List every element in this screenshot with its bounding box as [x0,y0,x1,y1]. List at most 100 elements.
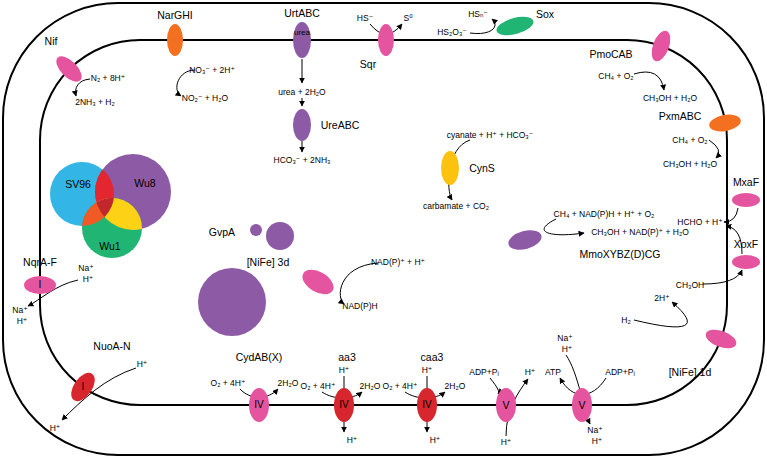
reaction-label: O₂ + 4H⁺ [211,379,246,388]
protein-complex: Sqr [378,24,394,56]
reaction-label: H⁺ [562,345,573,354]
protein-complex: V [496,388,516,422]
reaction-arrow [709,140,719,158]
complex-name: PxmABC [659,111,702,122]
gas-vesicle [250,224,262,236]
complex-name: PmoCAB [589,49,632,60]
complex-name: Wu1 [99,241,120,252]
reaction-label: CH₄ + NAD(P)H + H⁺ + O₂ [554,210,655,219]
protein-complex: NuoA-NI [74,371,92,403]
node-shape [508,231,542,249]
reaction-arrow [302,98,303,106]
reaction-label: H⁺ [501,438,512,447]
reaction-label: H⁺ [525,368,536,377]
reaction-label: NAD(P)⁺ + H⁺ [371,258,425,267]
ion-arrow [62,368,136,420]
complex-number: IV [339,400,348,410]
reaction-arrow [634,302,687,327]
complex-name: caa3 [421,352,444,363]
reaction-label: HCHO + H⁺ [677,218,722,227]
complex-name: [NiFe] 3d [247,257,290,268]
reaction-arrow [340,263,378,304]
complex-name: UrtABC [284,8,320,19]
node-shape [713,323,729,355]
complex-number: IV [254,400,263,410]
reaction-label: H⁺ [137,360,148,369]
node-shape [61,53,77,85]
inner-membrane [40,40,727,405]
reaction-label: 2H₂O [360,382,381,391]
reaction-label: NO₂⁻ + H₂O [182,94,228,103]
protein-complex: caa3IV [417,388,437,422]
reaction-label: CH₃OH + H₂O [643,94,697,103]
reaction-arrow [544,219,584,235]
complex-name: V [502,400,509,411]
complex-name: CydAB(X) [236,352,283,363]
node-shape [653,30,669,62]
reaction-arrows [28,19,742,436]
protein-complex: NarGHI [167,24,183,56]
reaction-label: O₂ + 4H⁺ [383,382,418,391]
complex-name: XoxF [734,239,759,250]
node-shape [378,24,394,56]
node-shape [301,272,335,292]
complex-name: UreABC [321,120,360,131]
reaction-arrow [724,208,738,222]
reaction-label: Na⁺ [78,264,93,273]
complex-name: Nif [45,36,58,47]
reaction-label: CH₄ + O₂ [598,72,633,81]
reaction-label: H⁺ [83,275,94,284]
protein-complex: Sox [496,18,534,34]
node-shape [739,248,753,276]
reaction-label: CH₃OH + H₂O [663,160,717,169]
reaction-label: H⁺ [430,436,441,445]
reaction-label: ATP [545,368,561,377]
reaction-label: NO₃⁻ + 2H⁺ [189,66,235,75]
node-shape [717,107,733,139]
complex-number: IV [422,400,431,410]
protein-complex: MxaF [739,186,753,214]
reaction-label: HSₙ⁻ [468,10,488,19]
node-shape [293,109,311,141]
reaction-arrow [490,378,499,394]
reaction-label: CH₃OH + NAD(P)⁺ + H₂O [591,228,689,237]
reaction-label: N₂ + 8H⁺ [91,74,125,83]
protein-complex: V [572,388,592,422]
reaction-label: H⁺ [422,366,433,375]
protein-complex: XoxF [739,248,753,276]
protein-complex: PxmABC [717,107,733,139]
reaction-arrow [470,19,495,34]
gas-vesicle: GvpA [198,268,266,336]
complex-name: MmoXYBZ(D)CG [579,249,660,260]
protein-complex: UrtABCurea [293,22,311,58]
protein-complex: [NiFe] 1d [713,323,729,355]
outer-membrane [3,3,764,455]
protein-complex: CynS [441,151,459,185]
reaction-label: 2H₂O [278,379,299,388]
reaction-label: H₂ [621,316,630,325]
gas-vesicle [266,222,294,250]
reaction-label: H⁺ [50,424,61,433]
node-shape [198,268,266,336]
complex-name: NarGHI [157,10,193,21]
reaction-label: carbamate + CO₂ [423,202,489,211]
protein-complex: MmoXYBZ(D)CG [508,231,542,249]
reaction-label: Na⁺ [587,426,602,435]
protein-complex: NqrA-FI [31,269,49,301]
reaction-label: urea + 2H₂O [278,88,325,97]
reaction-label: S⁰ [403,14,412,23]
reaction-label: H⁺ [347,436,358,445]
complex-name: Sqr [360,59,376,70]
node-shape [441,151,459,185]
reaction-label: 2NH₃ + H₂ [75,98,115,107]
complex-name: MxaF [733,177,759,188]
reaction-label: 2H₂O [445,382,466,391]
complex-name: SV96 [65,179,91,190]
complex-number: I [39,280,42,290]
reaction-label: HS⁻ [357,14,373,23]
complex-name: V [578,400,585,411]
reaction-label: ADP+Pᵢ [469,368,498,377]
reaction-arrow [302,141,303,152]
complex-name: NuoA-N [93,341,130,352]
reaction-label: Na⁺ [12,306,27,315]
